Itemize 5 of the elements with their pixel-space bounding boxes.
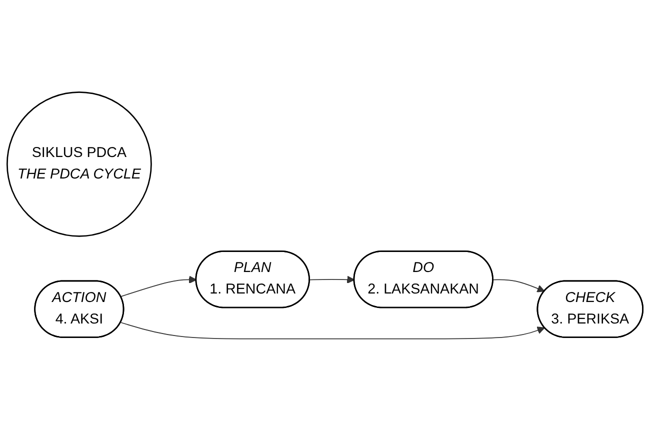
arrow xyxy=(492,278,545,292)
node-circle: SIKLUS PDCA THE PDCA CYCLE xyxy=(6,91,152,236)
arrow xyxy=(120,275,197,296)
arrow xyxy=(309,275,355,284)
arrow xyxy=(120,322,545,339)
